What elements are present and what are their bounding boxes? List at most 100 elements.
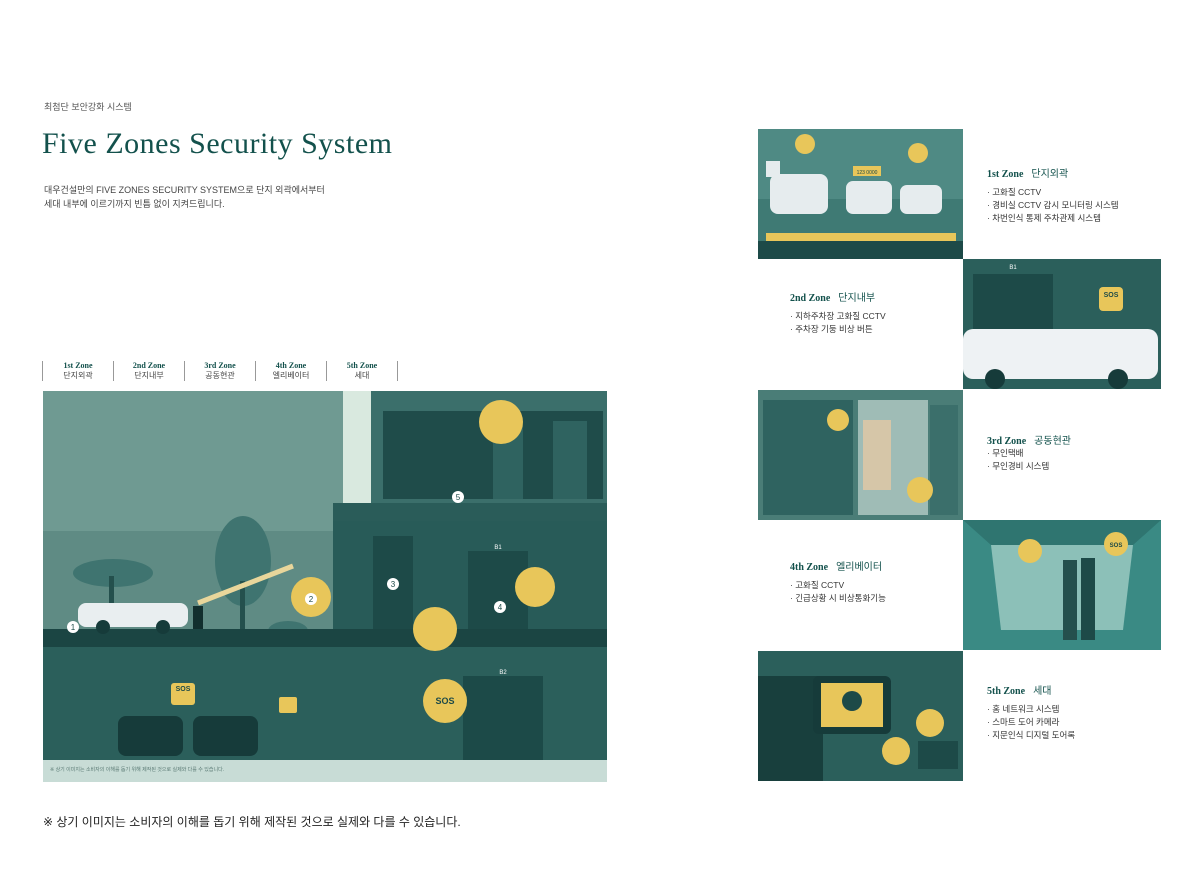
marker-5-label: 5 bbox=[456, 493, 461, 502]
marker-3: 3 bbox=[387, 578, 399, 590]
zone-1-en: 1st Zone bbox=[987, 169, 1024, 180]
zone-5-person bbox=[758, 676, 823, 781]
zone-4-cabin bbox=[991, 545, 1133, 630]
zone-2-sos-label: SOS bbox=[1104, 292, 1119, 299]
zone-3-image bbox=[758, 390, 963, 520]
zone-5-furniture bbox=[918, 741, 958, 769]
building-glass bbox=[343, 391, 371, 506]
zone-2-info: 2nd Zone 단지내부 · 지하주차장 고화질 CCTV · 주차장 기둥 비… bbox=[790, 289, 886, 336]
parking-sign-icon bbox=[766, 161, 780, 177]
floor-sign: B1 bbox=[494, 545, 502, 551]
barrier-post bbox=[193, 606, 203, 629]
page-title: Five Zones Security System bbox=[42, 127, 393, 160]
zone-2-car bbox=[963, 329, 1158, 379]
zone-tab-5-ko: 세대 bbox=[354, 371, 370, 380]
sos-call-badge bbox=[423, 679, 467, 723]
zone-tab-1-en: 1st Zone bbox=[63, 361, 93, 370]
sos-button bbox=[171, 683, 195, 705]
zone-4-person bbox=[1081, 558, 1095, 640]
zone-2-floor-sign: B1 bbox=[1009, 265, 1017, 271]
monitor-icon bbox=[795, 134, 815, 154]
zone-1-item: · 경비실 CCTV 감시 모니터링 시스템 bbox=[987, 200, 1119, 210]
zone-2-image: SOS B1 bbox=[963, 259, 1161, 389]
section-kicker: 최첨단 보안강화 시스템 bbox=[44, 102, 132, 112]
zone-1-plate bbox=[853, 166, 881, 176]
search-camera-icon bbox=[908, 143, 928, 163]
key-icon bbox=[827, 409, 849, 431]
zone-4-image: SOS bbox=[963, 520, 1161, 650]
zone-4-ko: 엘리베이터 bbox=[836, 562, 883, 573]
door bbox=[553, 421, 587, 499]
zone-1-car bbox=[900, 185, 942, 214]
description-line-1: 대우건설만의 FIVE ZONES SECURITY SYSTEM으로 단지 외… bbox=[44, 185, 325, 195]
zone-2-sos-button bbox=[1099, 287, 1123, 311]
zone-1-barrier bbox=[766, 233, 956, 241]
zone-2-item: · 주차장 기둥 비상 버튼 bbox=[790, 324, 873, 334]
zone-tab-3-en: 3rd Zone bbox=[204, 361, 236, 370]
car-entrance bbox=[78, 603, 188, 627]
zone-2-ko: 단지내부 bbox=[838, 293, 876, 304]
zone-4-person bbox=[1063, 560, 1077, 640]
voice-call-icon bbox=[1018, 539, 1042, 563]
door-lock-icon bbox=[916, 709, 944, 737]
zone-tab-4-ko: 엘리베이터 bbox=[272, 371, 310, 380]
zone-2-en: 2nd Zone bbox=[790, 293, 831, 304]
elevator-lower bbox=[463, 676, 543, 766]
tree bbox=[73, 559, 153, 587]
zone-1-car bbox=[846, 181, 892, 214]
sos-call-icon bbox=[1104, 532, 1128, 556]
parked-car bbox=[193, 716, 258, 756]
tree-trunk bbox=[109, 576, 114, 621]
zone-3-item: · 무인경비 시스템 bbox=[987, 461, 1050, 471]
zone-5-item: · 지문인식 디지털 도어록 bbox=[987, 730, 1076, 740]
zone-3-intercom-wall bbox=[930, 405, 958, 515]
zone-1-plate-text: 123 0000 bbox=[857, 170, 878, 176]
zone-2-item: · 지하주차장 고화질 CCTV bbox=[790, 311, 886, 321]
zone-tab-3-ko: 공동현관 bbox=[205, 371, 235, 380]
car-wheel bbox=[96, 620, 110, 634]
zone-2-heading: 2nd Zone 단지내부 bbox=[790, 289, 886, 304]
marker-5: 5 bbox=[452, 491, 464, 503]
zone-tab-1-ko: 단지외곽 bbox=[63, 371, 93, 380]
smartphone-badge bbox=[413, 607, 457, 651]
zone-1-item: · 고화질 CCTV bbox=[987, 187, 1042, 197]
zone-1-ground bbox=[758, 241, 963, 259]
zone-tab-2-ko: 단지내부 bbox=[134, 371, 164, 380]
zone-1-car bbox=[770, 174, 828, 214]
sos-button-label: SOS bbox=[176, 686, 191, 693]
page-description: 대우건설만의 FIVE ZONES SECURITY SYSTEM으로 단지 외… bbox=[44, 183, 325, 211]
zone-4-heading: 4th Zone 엘리베이터 bbox=[790, 558, 886, 573]
footnote: ※ 상기 이미지는 소비자의 이해를 돕기 위해 제작된 것으로 실제와 다를 … bbox=[43, 815, 461, 829]
zone-1-item: · 차번인식 통제 주차관제 시스템 bbox=[987, 213, 1101, 223]
car-wheel bbox=[156, 620, 170, 634]
zone-5-item: · 스마트 도어 카메라 bbox=[987, 717, 1060, 727]
zone-2-wheel bbox=[1108, 369, 1128, 389]
security-illustration: SOS SOS B1 B2 1 2 3 4 5 bbox=[43, 391, 607, 782]
marker-3-label: 3 bbox=[391, 580, 396, 589]
description-line-2: 세대 내부에 이르기까지 빈틈 없이 지켜드립니다. bbox=[44, 199, 225, 209]
zone-5-image bbox=[758, 651, 963, 781]
ground-slab bbox=[43, 629, 607, 647]
floor-sign-lower: B2 bbox=[499, 670, 507, 676]
zone-4-en: 4th Zone bbox=[790, 562, 829, 573]
shield-badge bbox=[479, 400, 523, 444]
zone-5-item: · 홈 네트워크 시스템 bbox=[987, 704, 1060, 714]
power-icon bbox=[279, 697, 297, 713]
zone-tab-5-en: 5th Zone bbox=[346, 361, 378, 370]
floor-slab bbox=[333, 503, 607, 521]
marker-1: 1 bbox=[67, 621, 79, 633]
barrier-arm bbox=[197, 563, 294, 606]
marker-2-label: 2 bbox=[309, 595, 314, 604]
zone-3-en: 3rd Zone bbox=[987, 436, 1027, 447]
tree bbox=[215, 516, 271, 606]
